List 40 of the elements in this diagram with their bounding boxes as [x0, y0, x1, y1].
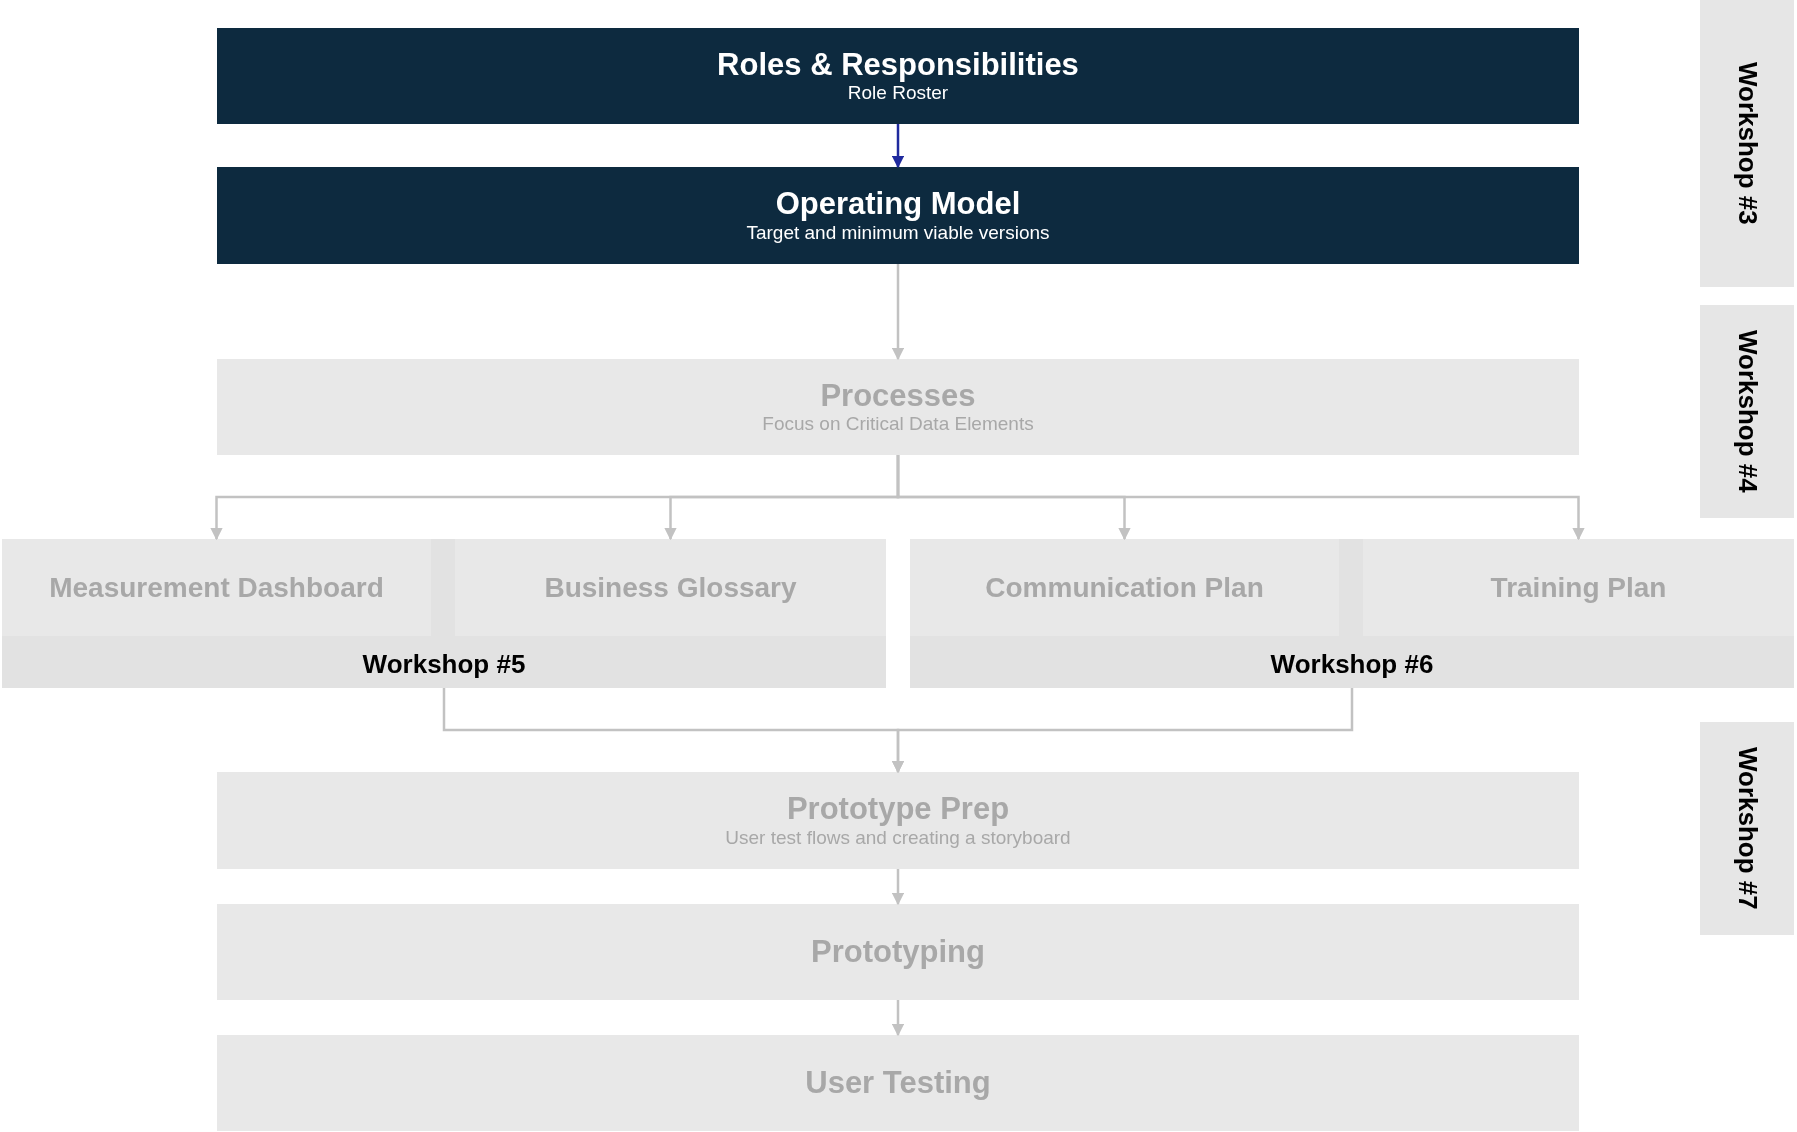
workshop-label: Workshop #5 — [362, 649, 526, 680]
workshop-label: Workshop #6 — [1270, 649, 1434, 680]
workshop-label: Workshop #4 — [1732, 330, 1762, 493]
workshop-tab — [1700, 0, 1794, 287]
arrow — [891, 264, 905, 361]
arrow — [891, 869, 905, 906]
process-box — [217, 167, 1579, 264]
box-title: Roles & Responsibilities — [717, 46, 1079, 83]
deliverable-box — [1363, 539, 1794, 636]
workshop-band — [910, 539, 1794, 688]
process-box — [217, 359, 1579, 455]
arrow — [891, 124, 905, 169]
box-title: Measurement Dashboard — [49, 571, 384, 604]
process-box — [217, 772, 1579, 869]
workshop-label: Workshop #7 — [1732, 747, 1762, 910]
box-title: Prototype Prep — [786, 791, 1010, 827]
deliverable-box — [455, 539, 886, 636]
process-box — [217, 28, 1579, 124]
arrow — [896, 455, 1585, 541]
process-box — [217, 1035, 1579, 1131]
box-title: Communication Plan — [985, 571, 1264, 604]
workshop-tab — [1700, 722, 1794, 935]
box-title: User Testing — [805, 1065, 991, 1101]
box-subtitle: User test flows and creating a storyboard — [725, 826, 1071, 850]
deliverable-box — [2, 539, 431, 636]
process-box — [217, 904, 1579, 1000]
box-title: Processes — [820, 377, 976, 414]
arrow — [891, 1000, 905, 1037]
box-title: Operating Model — [775, 186, 1021, 222]
box-title: Prototyping — [811, 934, 985, 970]
box-title: Training Plan — [1490, 571, 1667, 604]
box-subtitle: Focus on Critical Data Elements — [762, 413, 1034, 437]
box-subtitle: Role Roster — [847, 82, 949, 106]
box-title: Business Glossary — [544, 571, 797, 604]
box-subtitle: Target and minimum viable versions — [746, 221, 1050, 245]
arrow — [891, 688, 1354, 774]
workshop-band — [2, 539, 886, 688]
workshop-label: Workshop #3 — [1732, 62, 1762, 225]
workshop-tab — [1700, 305, 1794, 518]
deliverable-box — [910, 539, 1339, 636]
